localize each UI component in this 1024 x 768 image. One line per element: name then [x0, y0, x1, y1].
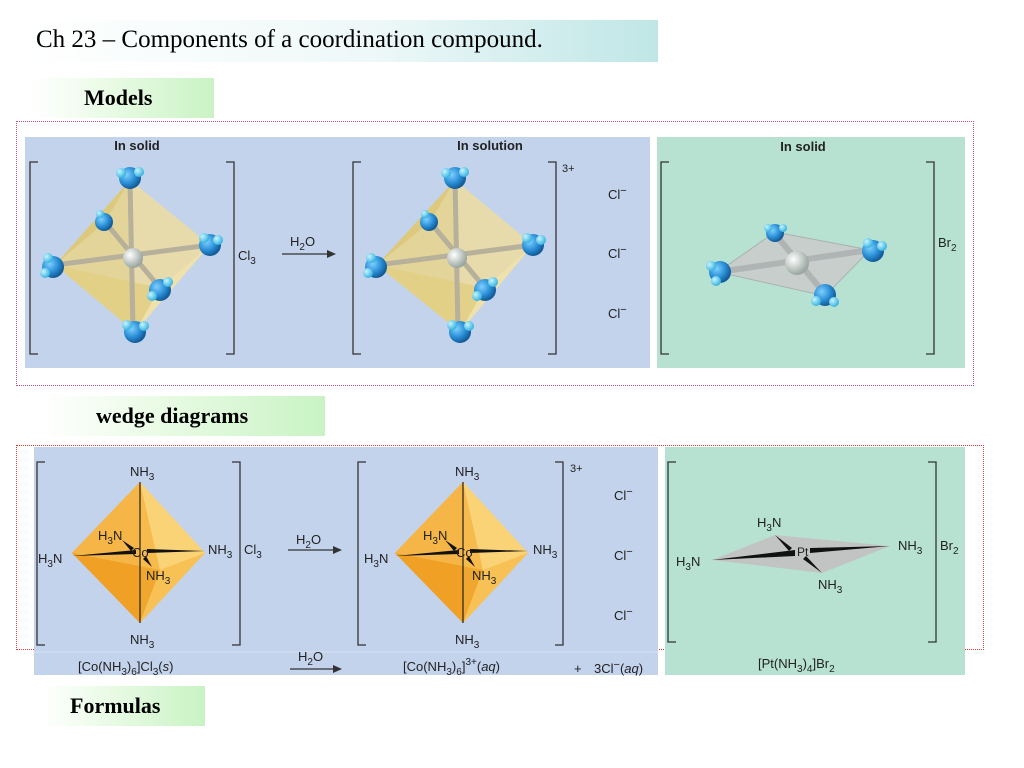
ligand-label-top: NH3	[130, 464, 155, 483]
title-bar: Ch 23 – Components of a coordination com…	[28, 20, 658, 62]
bracket-right	[232, 461, 241, 646]
wedge-label: wedge diagrams	[96, 403, 249, 428]
ligand-label-right: NH3	[208, 542, 233, 561]
counter-ion-cl3: Cl3	[238, 248, 256, 267]
ligand-label-left: H3N	[38, 551, 62, 570]
nh3-ligand	[862, 238, 887, 262]
wedge-label-box: wedge diagrams	[42, 396, 325, 436]
panel2-heading: In solution	[457, 138, 523, 153]
wedge-octahedron-solution	[395, 482, 528, 623]
bracket-left	[667, 461, 676, 643]
bracket-left	[357, 461, 366, 646]
ligand-label-left: H3N	[364, 551, 388, 570]
nh3-ligand	[199, 233, 223, 256]
formula-product-complex: [Co(NH3)6]3+(aq)	[403, 657, 500, 678]
wedge-figure: NH3 NH3 H3N NH3 H3N NH3 Co Cl3 H2O NH3 N…	[34, 447, 965, 678]
bracket-left	[29, 161, 38, 355]
ligand-label-bottom: NH3	[130, 632, 155, 651]
wedge-octahedron-solid	[72, 482, 205, 623]
chloride-ion: Cl−	[608, 244, 627, 261]
reaction-arrow	[282, 250, 336, 258]
nh3-ligand	[441, 167, 469, 189]
wedge-square-planar	[712, 535, 890, 573]
nh3-ligand	[147, 277, 173, 301]
counter-ion-br2: Br2	[940, 538, 959, 557]
counter-ion-br2: Br2	[938, 235, 957, 254]
nh3-ligand	[363, 253, 387, 278]
formula-reactant: [Co(NH3)6]Cl3(s)	[78, 659, 173, 678]
ligand-label-front: NH3	[472, 568, 497, 587]
formulas-label-box: Formulas	[42, 686, 205, 726]
reaction-arrow	[288, 546, 342, 554]
chloride-ion: Cl−	[608, 185, 627, 202]
counter-ion-cl3: Cl3	[244, 542, 262, 561]
panel1-heading: In solid	[114, 138, 160, 153]
bracket-right	[926, 161, 935, 355]
nh3-ligand	[420, 210, 438, 231]
ligand-label-right: NH3	[898, 538, 923, 557]
models-label-box: Models	[34, 78, 214, 118]
metal-label-pt: Pt	[797, 545, 809, 559]
chloride-ion: Cl−	[614, 546, 633, 563]
formula-arrow	[290, 665, 342, 673]
octahedron-model-solid	[40, 167, 223, 343]
nh3-ligand	[95, 210, 113, 231]
ligand-label-back: H3N	[98, 528, 122, 547]
ligand-label-front: NH3	[146, 568, 171, 587]
bracket-right	[226, 161, 235, 355]
octahedron-model-solution	[363, 167, 546, 343]
arrow-label-h2o: H2O	[296, 532, 321, 551]
ligand-label-back: H3N	[423, 528, 447, 547]
arrow-label-h2o: H2O	[290, 234, 315, 253]
ligand-label-top: NH3	[455, 464, 480, 483]
ligand-label-bottom: NH3	[818, 577, 843, 596]
nh3-ligand	[116, 167, 144, 189]
bracket-left	[352, 161, 361, 355]
bracket-left	[660, 161, 669, 355]
ligand-label-right: NH3	[533, 542, 558, 561]
nh3-ligand	[40, 253, 64, 278]
models-figure: In solid In solution In solid Cl3 H2O	[25, 137, 965, 368]
chloride-ion: Cl−	[614, 606, 633, 623]
complex-charge: 3+	[562, 163, 575, 175]
metal-label-co: Co	[132, 545, 149, 560]
formula-arrow-label: H2O	[298, 649, 323, 668]
complex-charge: 3+	[570, 463, 583, 475]
nh3-ligand	[764, 224, 787, 242]
ligand-label-left: H3N	[676, 554, 700, 573]
nh3-ligand	[447, 320, 474, 343]
panel3-heading: In solid	[780, 139, 826, 154]
models-label: Models	[84, 85, 153, 110]
nh3-ligand	[122, 320, 149, 343]
nh3-ligand	[706, 261, 731, 286]
bracket-right	[928, 461, 937, 643]
chloride-ion: Cl−	[608, 304, 627, 321]
bracket-right	[555, 461, 564, 646]
square-planar-model	[706, 224, 887, 307]
bracket-left	[36, 461, 45, 646]
formula-product-chloride: 3Cl−(aq)	[594, 659, 643, 676]
nh3-ligand	[811, 284, 839, 307]
models-frame	[16, 121, 974, 386]
nh3-ligand	[472, 277, 498, 301]
nh3-ligand	[522, 233, 546, 256]
chloride-ion: Cl−	[614, 486, 633, 503]
formula-plus: +	[574, 661, 582, 676]
metal-label-co: Co	[456, 545, 473, 560]
ligand-label-bottom: NH3	[455, 632, 480, 651]
page-title: Ch 23 – Components of a coordination com…	[36, 26, 543, 53]
formulas-label: Formulas	[70, 693, 161, 718]
ligand-label-top: H3N	[757, 515, 781, 534]
bracket-right	[548, 161, 557, 355]
formula-platinum: [Pt(NH3)4]Br2	[758, 656, 835, 675]
